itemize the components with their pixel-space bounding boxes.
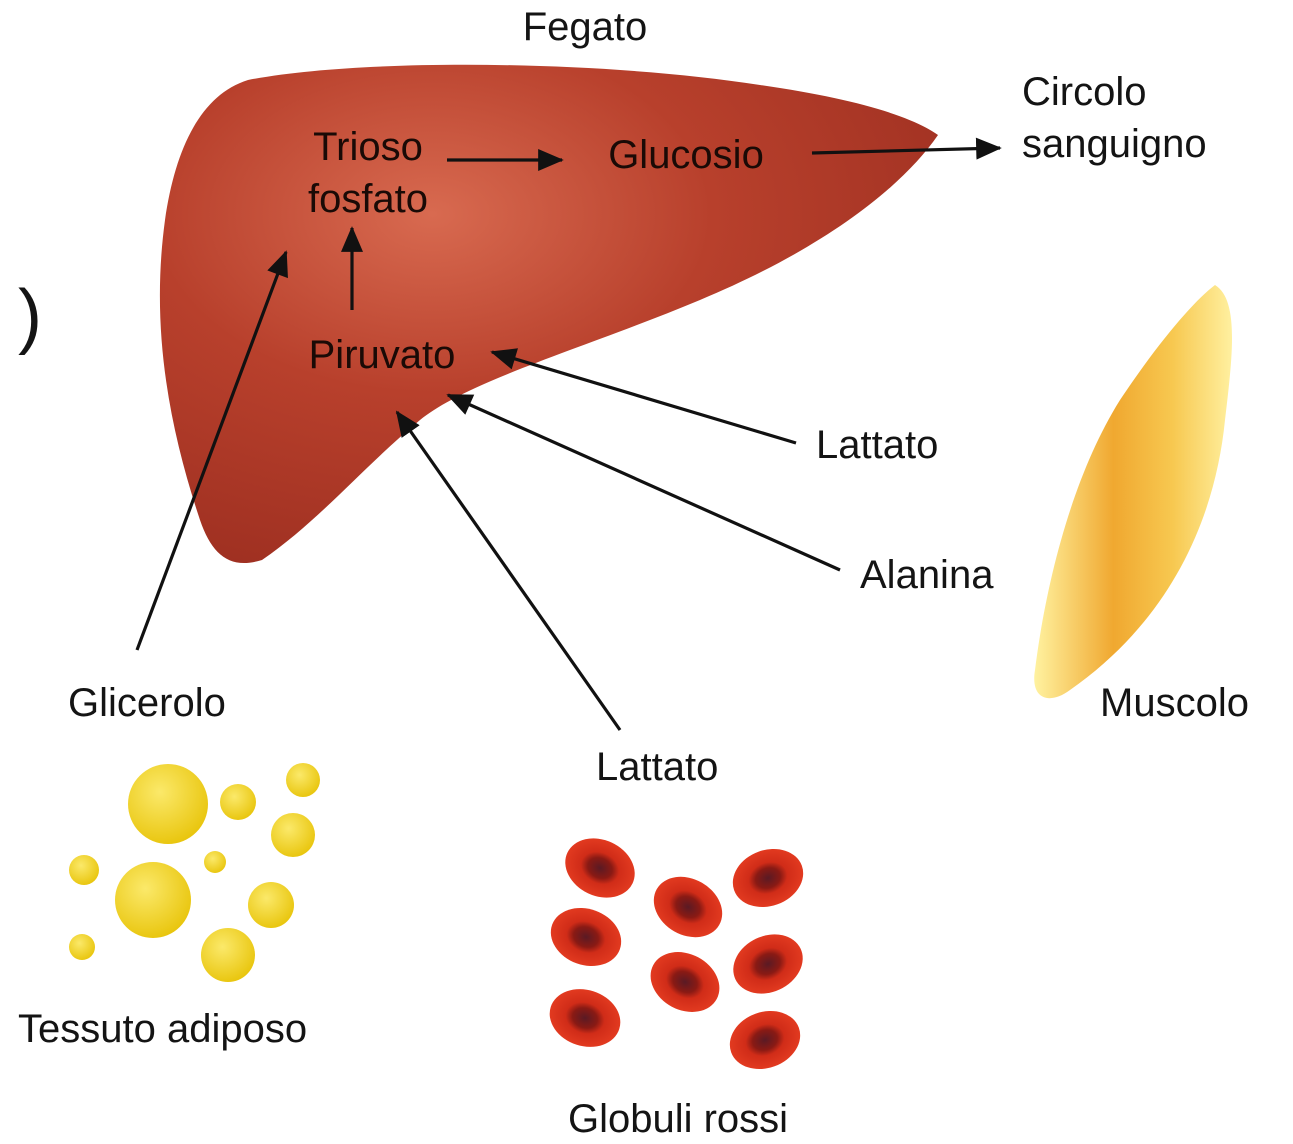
arrow-alanina-to-piruvato <box>448 395 840 570</box>
red-blood-cell-icon <box>722 1001 809 1078</box>
label-glucosio: Glucosio <box>608 133 764 177</box>
fat-droplet-icon <box>128 764 208 844</box>
red-blood-cells-icon <box>542 827 812 1078</box>
fat-droplet-icon <box>271 813 315 857</box>
label-trioso-fosfato-line1: Trioso <box>313 125 423 169</box>
label-alanina: Alanina <box>860 553 994 597</box>
fat-droplet-icon <box>115 862 191 938</box>
red-blood-cell-icon <box>725 839 812 916</box>
label-fegato: Fegato <box>523 5 648 49</box>
label-glicerolo: Glicerolo <box>68 681 226 725</box>
edge-fragment-paren: ) <box>18 276 42 356</box>
label-globuli-rossi: Globuli rossi <box>568 1097 788 1141</box>
fat-droplet-icon <box>286 763 320 797</box>
label-lattato-muscolo: Lattato <box>816 423 938 467</box>
muscle-cell-icon <box>1034 285 1232 698</box>
label-piruvato: Piruvato <box>309 333 456 377</box>
red-blood-cell-icon <box>556 827 645 908</box>
red-blood-cell-icon <box>640 940 730 1023</box>
liver-shape <box>160 65 938 563</box>
fat-droplet-icon <box>69 855 99 885</box>
fat-droplet-icon <box>69 934 95 960</box>
red-blood-cell-icon <box>542 980 628 1056</box>
fat-droplet-icon <box>204 851 226 873</box>
red-blood-cell-icon <box>643 865 733 949</box>
arrow-lattato-muscolo-to-piruvato <box>492 352 796 443</box>
fat-droplet-icon <box>248 882 294 928</box>
label-tessuto-adiposo: Tessuto adiposo <box>18 1007 307 1051</box>
arrow-lattato-globuli-to-piruvato <box>397 412 620 730</box>
label-circolo-sanguigno-line2: sanguigno <box>1022 122 1207 166</box>
red-blood-cell-icon <box>724 923 813 1004</box>
label-lattato-globuli: Lattato <box>596 745 718 789</box>
fat-droplet-icon <box>220 784 256 820</box>
fat-droplet-icon <box>201 928 255 982</box>
label-circolo-sanguigno-line1: Circolo <box>1022 70 1146 114</box>
adipose-tissue-icon <box>69 763 320 982</box>
red-blood-cell-icon <box>543 898 630 975</box>
label-trioso-fosfato-line2: fosfato <box>308 177 428 221</box>
label-muscolo: Muscolo <box>1100 681 1249 725</box>
